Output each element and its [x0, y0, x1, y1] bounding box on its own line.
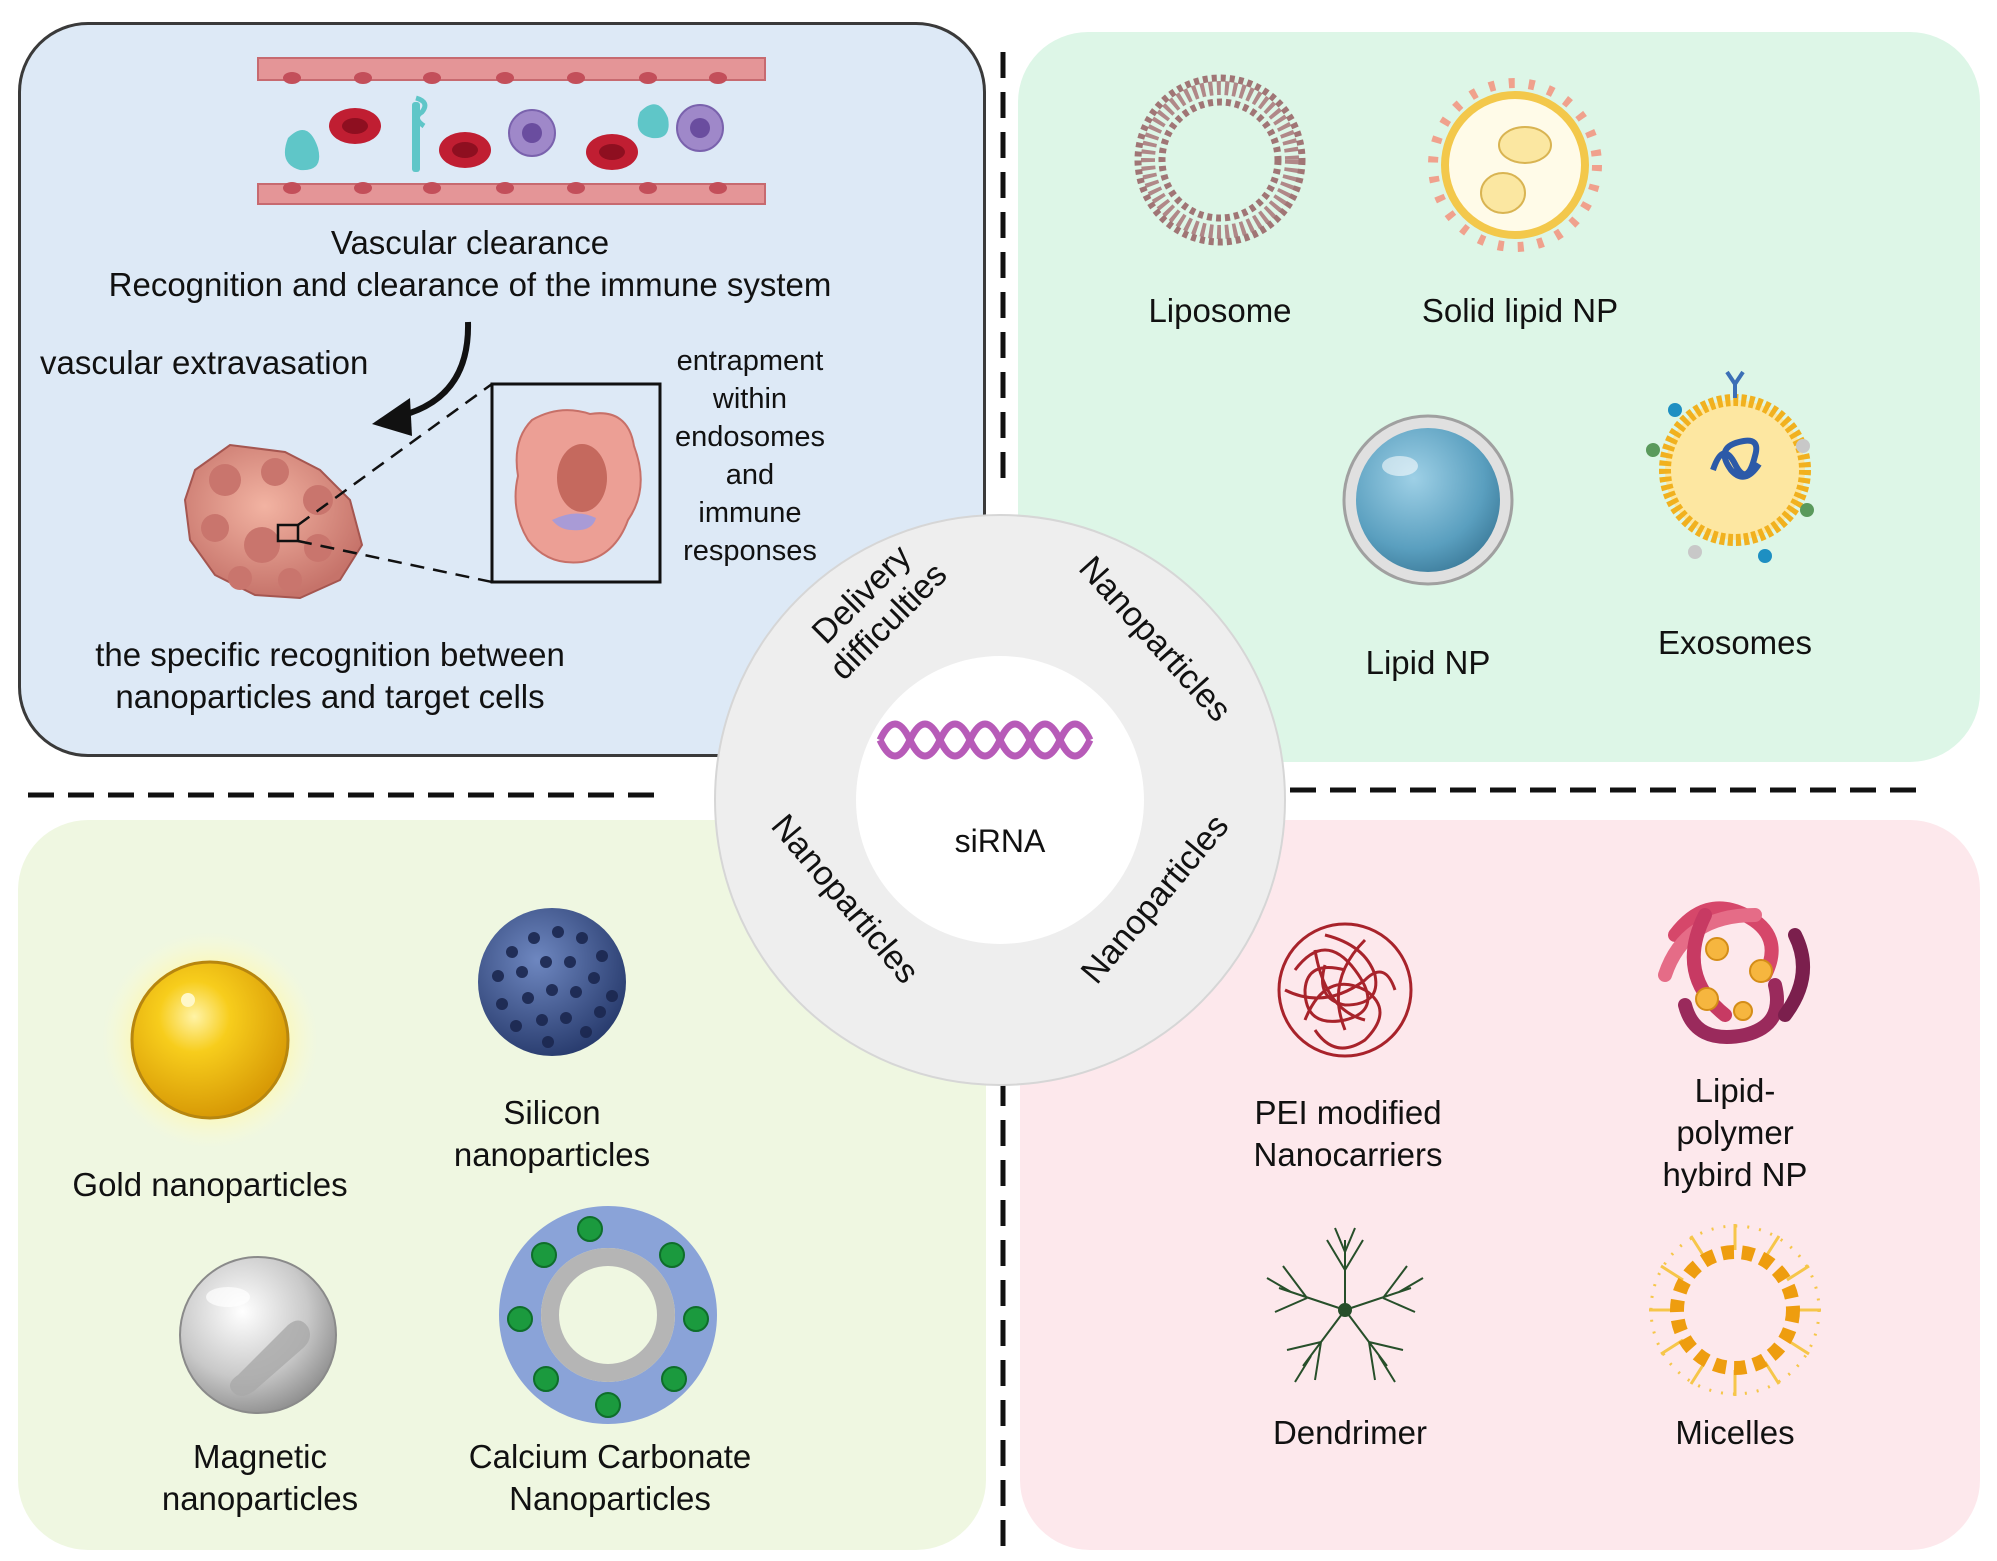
- extravasation-arrow: [372, 321, 472, 436]
- solid-lipid-np-illustration: [1428, 78, 1602, 252]
- exosomes-label: Exosomes: [1657, 624, 1813, 661]
- lipid-np-label: Lipid NP: [1365, 644, 1491, 681]
- recognition-label-line2: nanoparticles and target cells: [115, 678, 545, 715]
- lipid-np-illustration: [1342, 414, 1514, 586]
- blood-vessel-illustration: [257, 57, 766, 205]
- magnetic-label-line2: nanoparticles: [161, 1480, 359, 1517]
- lipid-polymer-hybrid-illustration: [1658, 901, 1810, 1044]
- magnetic-label-line1: Magnetic: [193, 1438, 327, 1475]
- silicon-label-line2: nanoparticles: [453, 1136, 651, 1173]
- dendrimer-label: Dendrimer: [1272, 1414, 1428, 1451]
- sirna-label: siRNA: [954, 823, 1046, 859]
- hybrid-label-line2: polymer: [1676, 1114, 1794, 1151]
- recognition-label-line1: the specific recognition between: [95, 636, 565, 673]
- pei-nanocarrier-illustration: [1277, 922, 1413, 1058]
- hybrid-label-line1: Lipid-: [1694, 1072, 1776, 1109]
- calcium-carbonate-nanoparticle-illustration: [499, 1206, 717, 1424]
- calcium-label-line2: Nanoparticles: [509, 1480, 711, 1517]
- pei-label-line1: PEI modified: [1254, 1094, 1442, 1131]
- silicon-nanoparticle-illustration: [478, 908, 626, 1056]
- solid-lipid-np-label: Solid lipid NP: [1421, 292, 1619, 329]
- hybrid-label-line3: hybird NP: [1662, 1156, 1808, 1193]
- liposome-illustration: [1134, 74, 1306, 246]
- micelles-label: Micelles: [1675, 1414, 1795, 1451]
- zoomed-cell-illustration: [490, 382, 662, 584]
- immune-clearance-label: Recognition and clearance of the immune …: [108, 266, 832, 303]
- silicon-label-line1: Silicon: [503, 1094, 601, 1131]
- tumor-tissue-illustration: [183, 382, 493, 600]
- sirna-helix-illustration: [876, 720, 1094, 760]
- dendrimer-illustration: [1266, 1227, 1424, 1383]
- micelles-illustration: [1649, 1224, 1821, 1396]
- gold-nanoparticles-label: Gold nanoparticles: [72, 1166, 348, 1203]
- magnetic-nanoparticle-illustration: [179, 1256, 337, 1414]
- liposome-label: Liposome: [1148, 292, 1292, 329]
- endosome-entrapment-label: entrapment within endosomes and immune r…: [675, 345, 825, 567]
- calcium-label-line1: Calcium Carbonate: [468, 1438, 752, 1475]
- vascular-clearance-label: Vascular clearance: [330, 224, 610, 261]
- center-ring: [714, 514, 1286, 1086]
- vascular-extravasation-label: vascular extravasation: [40, 344, 369, 381]
- dashed-dividers: [28, 52, 1925, 1550]
- pei-label-line2: Nanocarriers: [1253, 1136, 1443, 1173]
- gold-nanoparticle-illustration: [102, 932, 318, 1148]
- exosome-illustration: [1646, 370, 1814, 563]
